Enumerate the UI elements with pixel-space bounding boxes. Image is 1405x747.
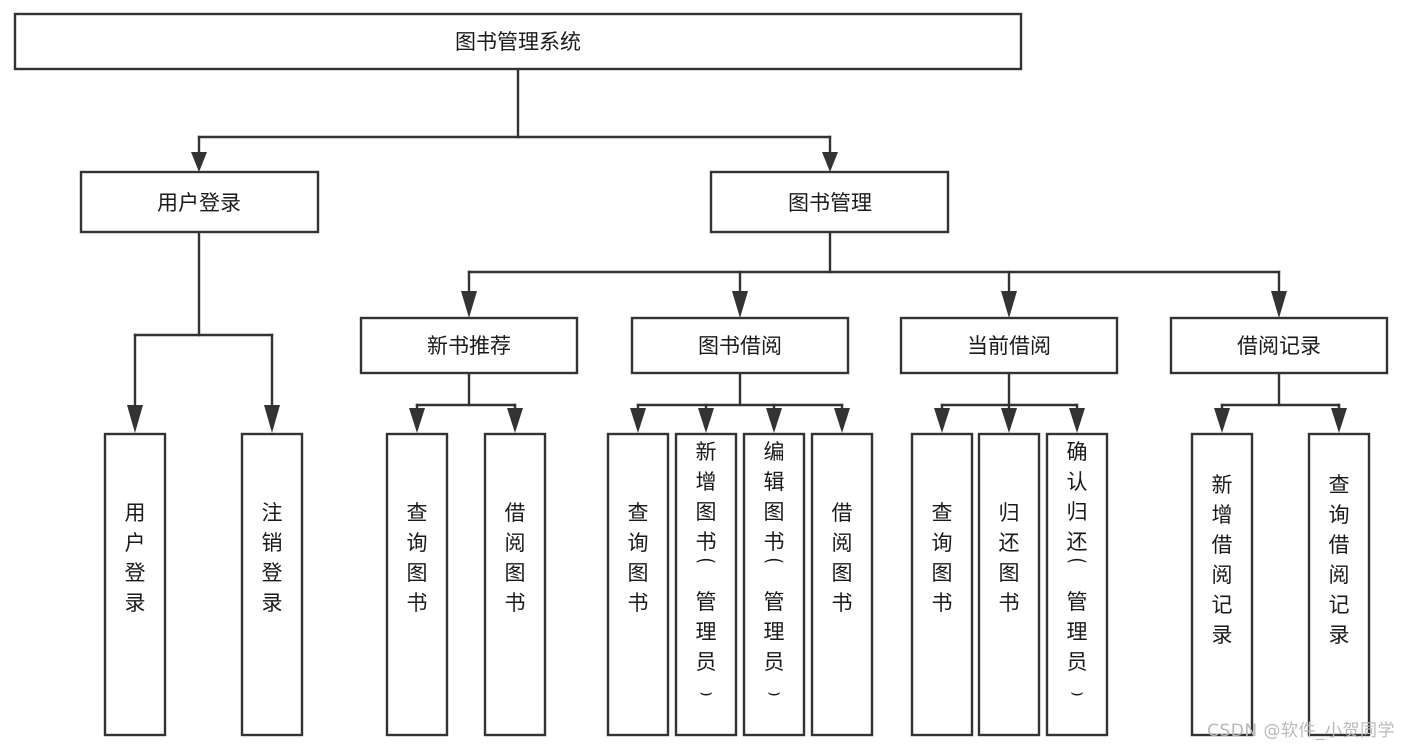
- node-user-logout-box[interactable]: [240, 432, 304, 737]
- node-add-borrow-record-label: 新增借阅记录: [1212, 473, 1233, 647]
- arrow-head-query-book-1: [409, 408, 425, 433]
- node-current-borrow-label: 当前借阅: [967, 334, 1051, 358]
- arrow-head-new-book-recommend: [461, 291, 477, 318]
- node-return-book-label: 归还图书: [999, 501, 1020, 615]
- node-edit-book-admin[interactable]: 编辑图书⁀管理员⌣: [742, 432, 806, 737]
- node-query-book-2-box[interactable]: [606, 432, 670, 737]
- node-return-book[interactable]: 归还图书: [977, 432, 1041, 737]
- node-book-borrow-label: 图书借阅: [698, 334, 782, 358]
- arrow-head-book-borrow: [732, 291, 748, 318]
- node-query-book-1-box[interactable]: [385, 432, 449, 737]
- node-add-borrow-record-box[interactable]: [1190, 432, 1254, 737]
- node-user-login-label: 用户登录: [157, 191, 241, 215]
- arrow-head-return-book: [1001, 408, 1017, 433]
- arrow-head-borrow-record: [1271, 291, 1287, 318]
- arrow-head-add-borrow-record: [1214, 408, 1230, 433]
- node-query-borrow-record[interactable]: 查询借阅记录: [1307, 432, 1371, 737]
- node-borrow-book-1-label: 借阅图书: [505, 501, 526, 615]
- arrow-head-query-book-3: [934, 408, 950, 433]
- node-new-book-recommend-label: 新书推荐: [427, 334, 511, 358]
- arrow-head-book-manage: [822, 152, 838, 172]
- arrow-head-borrow-book-1: [507, 408, 523, 433]
- node-query-book-3-box[interactable]: [910, 432, 974, 737]
- node-query-borrow-record-box[interactable]: [1307, 432, 1371, 737]
- node-add-book-admin[interactable]: 新增图书⁀管理员⌣: [674, 432, 738, 737]
- arrow-head-user-login-do: [127, 405, 143, 433]
- node-user-login[interactable]: 用户登录: [79, 170, 320, 234]
- node-root[interactable]: 图书管理系统: [13, 12, 1023, 71]
- arrow-head-add-book-admin: [698, 408, 714, 433]
- node-book-borrow[interactable]: 图书借阅: [630, 316, 850, 375]
- arrow-head-confirm-return-admin: [1069, 408, 1085, 433]
- arrow-head-user-logout: [264, 405, 280, 433]
- node-new-book-recommend-box[interactable]: [359, 316, 579, 375]
- node-root-box[interactable]: [13, 12, 1023, 71]
- arrow-head-borrow-book-2: [834, 408, 850, 433]
- node-user-logout[interactable]: 注销登录: [240, 432, 304, 737]
- node-current-borrow[interactable]: 当前借阅: [899, 316, 1119, 375]
- node-book-manage-box[interactable]: [709, 170, 950, 234]
- node-current-borrow-box[interactable]: [899, 316, 1119, 375]
- node-query-book-1[interactable]: 查询图书: [385, 432, 449, 737]
- node-add-book-admin-box[interactable]: [674, 432, 738, 737]
- node-query-borrow-record-label: 查询借阅记录: [1329, 473, 1350, 647]
- node-confirm-return-admin-label: 确认归还⁀管理员⌣: [1067, 440, 1088, 704]
- arrow-head-edit-book-admin: [766, 408, 782, 433]
- node-borrow-record-box[interactable]: [1169, 316, 1389, 375]
- node-return-book-box[interactable]: [977, 432, 1041, 737]
- node-edit-book-admin-box[interactable]: [742, 432, 806, 737]
- node-query-book-3-label: 查询图书: [932, 501, 953, 615]
- arrow-head-user-login: [191, 152, 207, 172]
- node-borrow-book-2-box[interactable]: [810, 432, 874, 737]
- node-add-book-admin-label: 新增图书⁀管理员⌣: [696, 440, 717, 704]
- node-query-book-1-label: 查询图书: [407, 501, 428, 615]
- node-add-borrow-record[interactable]: 新增借阅记录: [1190, 432, 1254, 737]
- node-book-borrow-box[interactable]: [630, 316, 850, 375]
- arrow-head-query-book-2: [630, 408, 646, 433]
- node-root-label: 图书管理系统: [455, 30, 581, 54]
- node-confirm-return-admin-box[interactable]: [1045, 432, 1109, 737]
- arrow-head-query-borrow-record: [1331, 408, 1347, 433]
- arrow-head-current-borrow: [1001, 291, 1017, 318]
- node-user-login-box[interactable]: [79, 170, 320, 234]
- node-confirm-return-admin[interactable]: 确认归还⁀管理员⌣: [1045, 432, 1109, 737]
- node-user-login-do-box[interactable]: [103, 432, 167, 737]
- node-edit-book-admin-label: 编辑图书⁀管理员⌣: [764, 440, 785, 704]
- node-borrow-book-2[interactable]: 借阅图书: [810, 432, 874, 737]
- node-borrow-record[interactable]: 借阅记录: [1169, 316, 1389, 375]
- node-borrow-record-label: 借阅记录: [1237, 334, 1321, 358]
- csdn-watermark: CSDN @软件_小贺同学: [1207, 721, 1395, 741]
- node-user-login-do[interactable]: 用户登录: [103, 432, 167, 737]
- node-user-login-do-label: 用户登录: [125, 501, 146, 615]
- node-borrow-book-1[interactable]: 借阅图书: [483, 432, 547, 737]
- node-book-manage-label: 图书管理: [788, 191, 872, 215]
- node-borrow-book-2-label: 借阅图书: [832, 501, 853, 615]
- node-new-book-recommend[interactable]: 新书推荐: [359, 316, 579, 375]
- node-query-book-3[interactable]: 查询图书: [910, 432, 974, 737]
- node-query-book-2[interactable]: 查询图书: [606, 432, 670, 737]
- node-user-logout-label: 注销登录: [262, 501, 283, 615]
- node-query-book-2-label: 查询图书: [628, 501, 649, 615]
- node-borrow-book-1-box[interactable]: [483, 432, 547, 737]
- connectors: [127, 68, 1347, 433]
- node-book-manage[interactable]: 图书管理: [709, 170, 950, 234]
